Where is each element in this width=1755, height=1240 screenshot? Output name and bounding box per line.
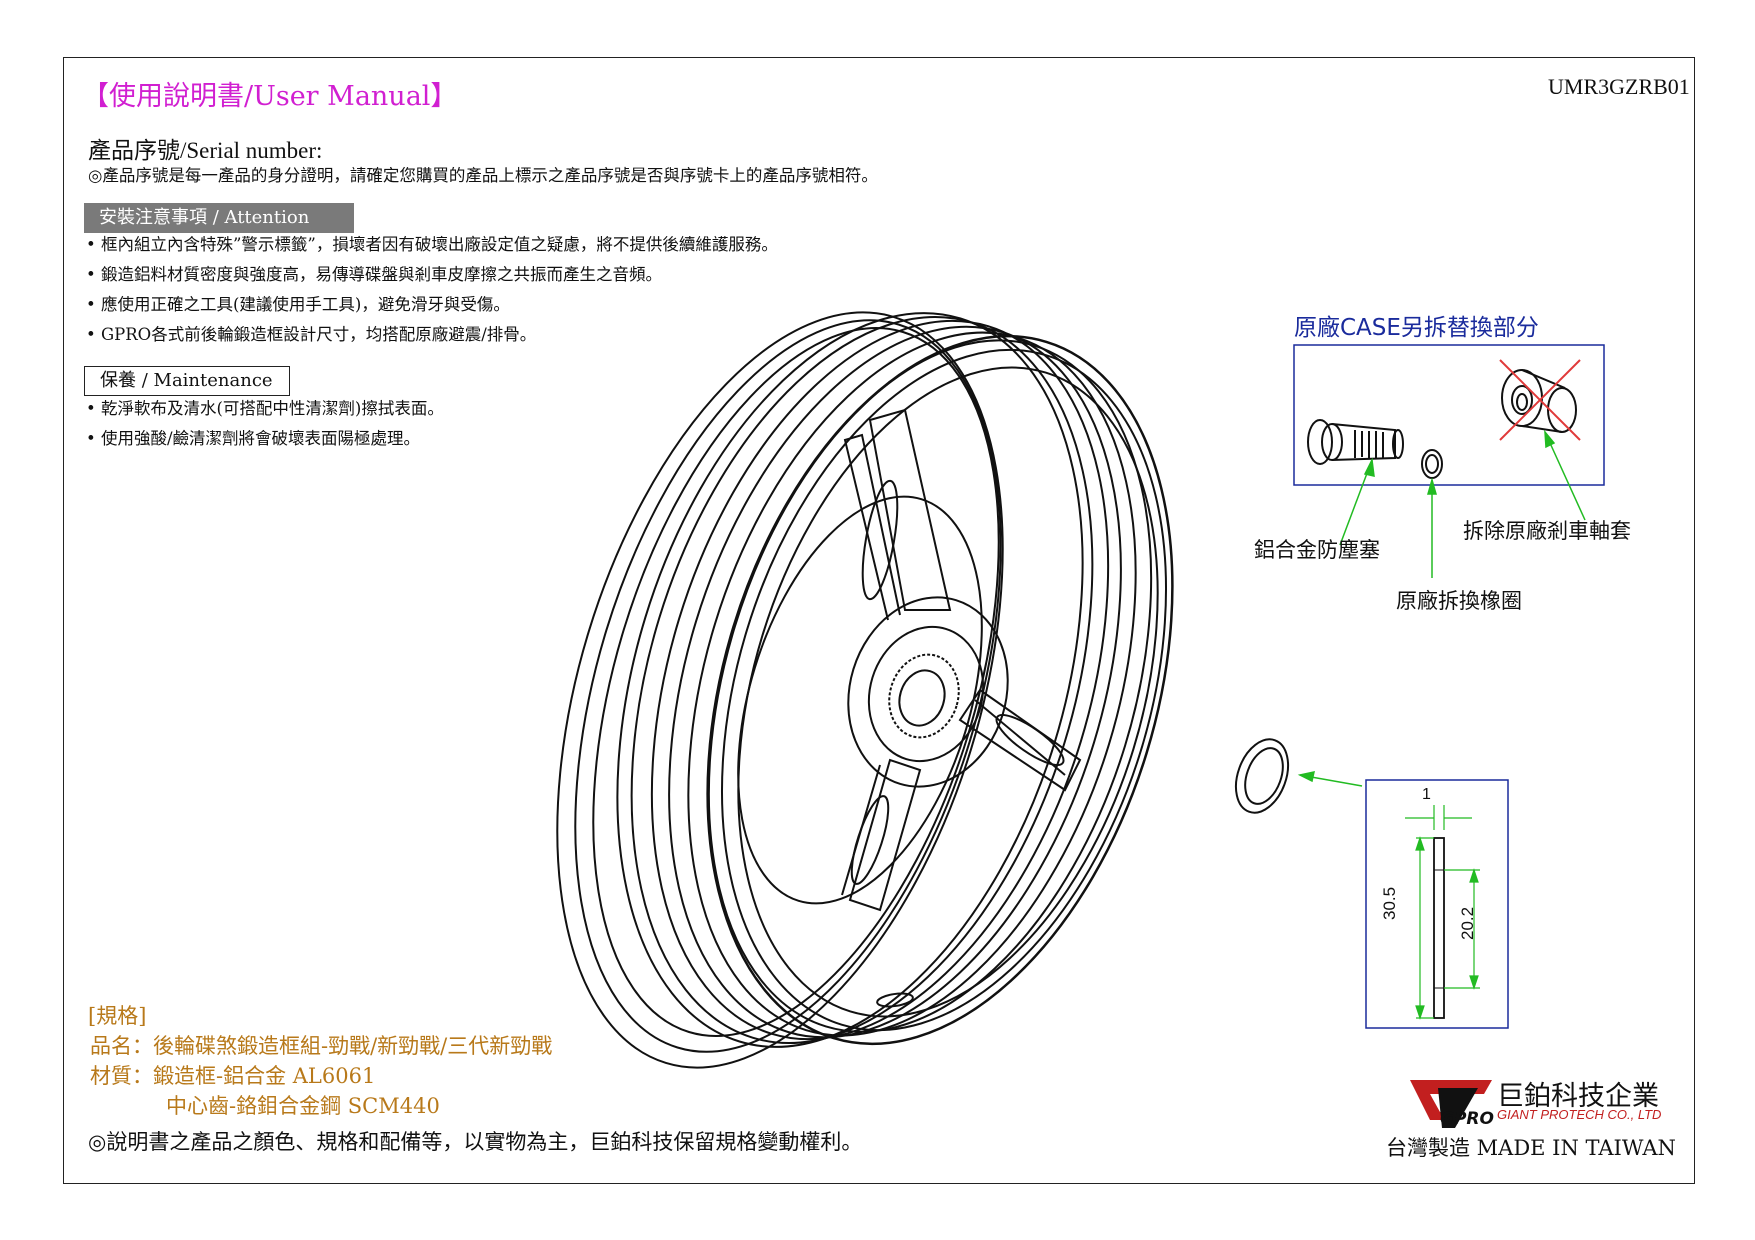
callout-dust-plug: 鋁合金防塵塞 (1254, 538, 1380, 562)
attention-item: • 鍛造鋁料材質密度與強度高，易傳導碟盤與剎車皮摩擦之共振而產生之音頻。 (86, 265, 662, 284)
gpro-logo: GPRO (1410, 1080, 1494, 1129)
company-name-en: GIANT PROTECH CO., LTD (1497, 1107, 1662, 1122)
dimension-box (1365, 779, 1509, 1029)
leader-arrows (1297, 429, 1586, 787)
maintenance-heading: 保養 / Maintenance (84, 366, 290, 396)
case-title: 原廠CASE另拆替換部分 (1294, 315, 1539, 341)
dimension-outer-diameter: 30.5 (1380, 886, 1399, 920)
remove-cross-icon (1499, 359, 1581, 441)
disclaimer: ◎說明書之產品之顏色、規格和配備等，以實物為主，巨鉑科技保留規格變動權利。 (88, 1130, 863, 1154)
spec-product-name: 品名：後輪碟煞鍛造框組-勁戰/新勁戰/三代新勁戰 (90, 1034, 553, 1058)
maintenance-list: • 乾淨軟布及清水(可搭配中性清潔劑)擦拭表面。 • 使用強酸/鹼清潔劑將會破壞… (86, 394, 444, 454)
maintenance-item: • 乾淨軟布及清水(可搭配中性清潔劑)擦拭表面。 (86, 399, 444, 418)
callout-o-ring: 原廠拆換橡圈 (1396, 589, 1522, 613)
spec-material-hub: 中心齒-鉻鉬合金鋼 SCM440 (166, 1094, 440, 1118)
spec-material-frame: 材質：鍛造框-鋁合金 AL6061 (90, 1064, 376, 1088)
case-box (1293, 344, 1605, 486)
seal-ring-part (1234, 738, 1290, 814)
maintenance-item: • 使用強酸/鹼清潔劑將會破壞表面陽極處理。 (86, 429, 421, 448)
logo-text: GPRO (1440, 1109, 1494, 1129)
page-frame (63, 57, 1695, 1184)
o-ring-section-drawing (1433, 837, 1445, 1019)
made-in-label: 台灣製造 MADE IN TAIWAN (1386, 1136, 1676, 1160)
dimension-lines (1405, 805, 1480, 1020)
manual-title: 【使用說明書/User Manual】 (82, 81, 458, 112)
document-code: UMR3GZRB01 (1548, 74, 1690, 99)
company-name-zh: 巨鉑科技企業 (1497, 1081, 1659, 1112)
attention-item: • 應使用正確之工具(建議使用手工具)，避免滑牙與受傷。 (86, 295, 510, 314)
brake-sleeve-part (1501, 369, 1577, 433)
callout-remove-sleeve: 拆除原廠剎車軸套 (1463, 519, 1631, 543)
serial-number-label: 產品序號/Serial number: (88, 138, 323, 163)
dimension-thickness: 1 (1422, 786, 1431, 803)
specs-heading: [規格] (88, 1004, 147, 1028)
attention-item: • 框內組立內含特殊”警示標籤”，損壞者因有破壞出廠設定值之疑慮，將不提供後續維… (86, 235, 778, 254)
dimension-inner-diameter: 20.2 (1458, 906, 1477, 940)
attention-item: • GPRO各式前後輪鍛造框設計尺寸，均搭配原廠避震/排骨。 (86, 325, 537, 344)
attention-list: • 框內組立內含特殊”警示標籤”，損壞者因有破壞出廠設定值之疑慮，將不提供後續維… (86, 230, 778, 350)
dust-plug-part (1307, 419, 1404, 465)
attention-heading: 安裝注意事項 / Attention (84, 203, 354, 233)
o-ring-part (1421, 449, 1443, 479)
serial-number-note: ◎產品序號是每一產品的身分證明，請確定您購買的產品上標示之產品序號是否與序號卡上… (88, 166, 878, 185)
wheel-illustration (556, 311, 1174, 1069)
